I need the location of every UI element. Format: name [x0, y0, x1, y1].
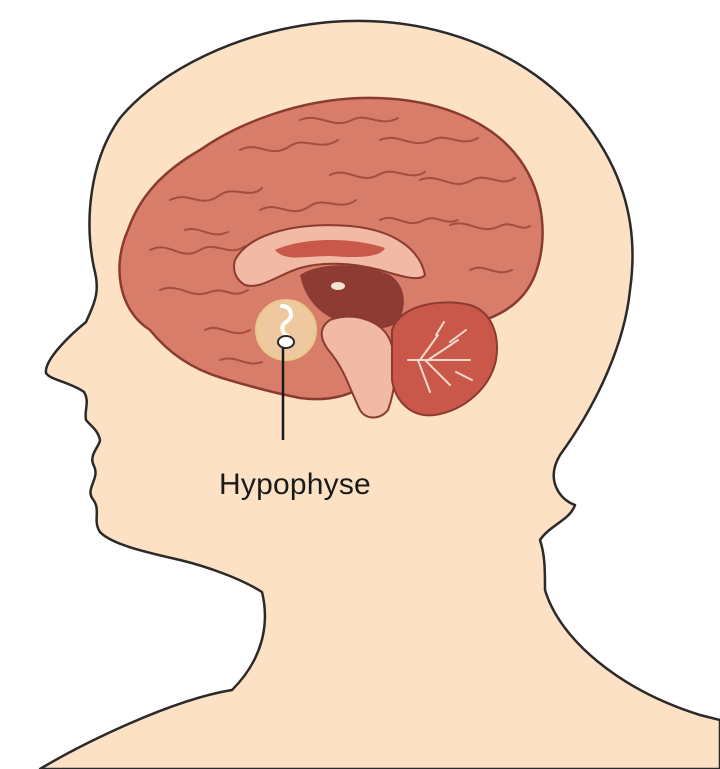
- third-ventricle-spot: [331, 282, 345, 290]
- pituitary-gland: [278, 336, 294, 348]
- pituitary-highlight: [256, 300, 316, 360]
- hypophyse-label: Hypophyse: [180, 468, 410, 502]
